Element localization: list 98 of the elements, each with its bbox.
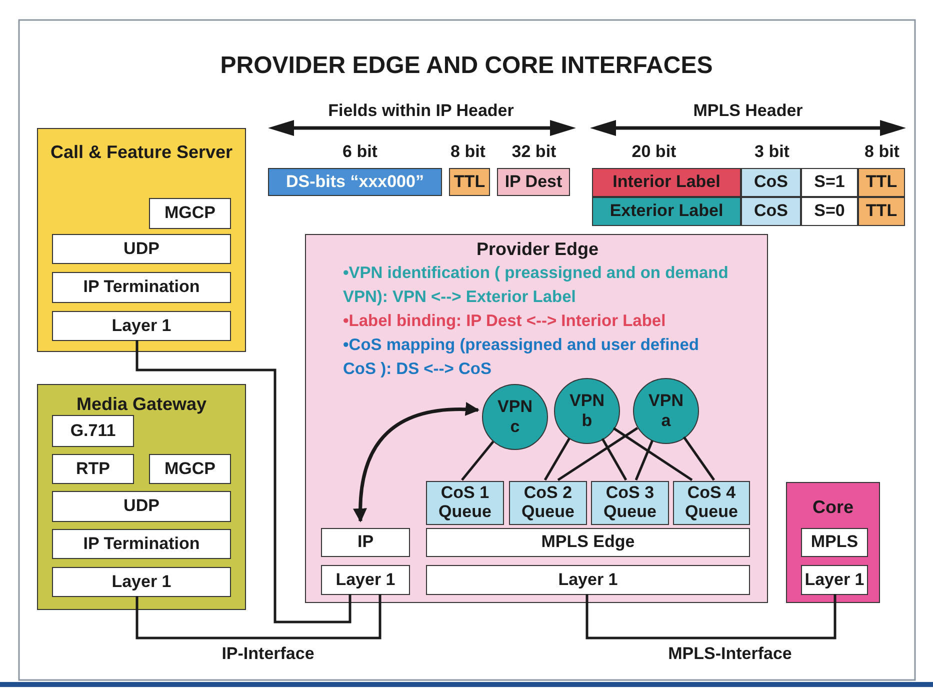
bullet-text: •CoS mapping (preassigned and user defined CoS ): DS <--> CoS xyxy=(343,335,700,380)
box-label: TTL xyxy=(866,173,898,192)
box-label: IP Termination xyxy=(83,534,200,554)
header-field xyxy=(801,197,858,226)
box-label: Layer 1 xyxy=(804,570,864,590)
protocol-box xyxy=(52,234,231,264)
header-title: MPLS Header xyxy=(692,101,804,121)
box-label: MGCP xyxy=(164,204,216,223)
box-label: S=1 xyxy=(814,173,845,192)
protocol-box xyxy=(52,415,134,447)
bit-width: 8 bit xyxy=(864,142,900,162)
curved-arrow xyxy=(354,402,480,522)
box-label: IP Termination xyxy=(83,278,200,297)
header-field xyxy=(449,168,490,196)
box-label: MPLS xyxy=(810,533,858,552)
protocol-box xyxy=(321,528,410,557)
box-label: CoS 4 Queue xyxy=(684,484,739,522)
edge-label: MPLS-Interface xyxy=(667,644,793,664)
box-label: MPLS Edge xyxy=(541,533,635,552)
box-label: DS-bits “xxx000” xyxy=(286,172,424,192)
box-label: CoS xyxy=(754,173,788,192)
connector-line xyxy=(557,427,638,482)
circle-label: VPN a xyxy=(648,391,684,431)
panel-title: Call & Feature Server xyxy=(49,141,234,164)
box-label: TTL xyxy=(454,172,486,192)
connector-line xyxy=(601,438,628,481)
server-panel xyxy=(37,128,246,352)
bit-width: 6 bit xyxy=(342,142,378,162)
provider-edge-panel xyxy=(305,234,768,603)
edge-label: IP-Interface xyxy=(220,644,316,664)
protocol-box xyxy=(52,272,231,303)
connector-line xyxy=(544,438,570,481)
queue-box xyxy=(426,481,504,525)
protocol-box xyxy=(52,529,231,559)
header-field xyxy=(801,168,858,197)
protocol-box xyxy=(321,565,410,595)
header-field xyxy=(858,168,905,197)
box-label: G.711 xyxy=(70,422,116,440)
queue-box xyxy=(509,481,587,525)
box-label: Layer 1 xyxy=(112,316,172,336)
header-title: Fields within IP Header xyxy=(327,101,515,121)
protocol-box xyxy=(52,454,134,484)
bit-width: 32 bit xyxy=(510,142,558,162)
box-label: CoS xyxy=(754,202,788,221)
box-label: TTL xyxy=(866,202,898,221)
box-label: CoS 3 Queue xyxy=(602,484,658,522)
box-label: Exterior Label xyxy=(610,202,724,221)
protocol-box xyxy=(426,528,750,557)
connector-line xyxy=(682,436,716,481)
panel-title: Media Gateway xyxy=(75,393,208,416)
connector-line xyxy=(136,594,382,640)
header-field xyxy=(741,197,801,226)
protocol-box xyxy=(52,567,231,597)
protocol-box xyxy=(52,311,231,341)
bullet-text: •Label binding: IP Dest <--> Interior Label xyxy=(343,311,667,332)
box-label: S=0 xyxy=(814,202,845,221)
box-label: Interior Label xyxy=(612,173,720,192)
header-field xyxy=(592,168,741,197)
connector-line xyxy=(586,594,836,640)
connector-line xyxy=(634,440,654,480)
panel-title: Core xyxy=(811,496,854,519)
box-label: IP Dest xyxy=(504,172,562,192)
bit-width: 3 bit xyxy=(754,142,790,162)
bit-width: 8 bit xyxy=(450,142,486,162)
core-panel xyxy=(786,482,880,603)
connector-line xyxy=(612,427,693,482)
protocol-box xyxy=(801,565,868,595)
box-label: Layer 1 xyxy=(336,570,396,590)
bit-width: 20 bit xyxy=(630,142,678,162)
box-label: Layer 1 xyxy=(112,572,172,592)
diagram-title: PROVIDER EDGE AND CORE INTERFACES xyxy=(219,52,714,80)
protocol-box xyxy=(149,198,231,229)
header-field xyxy=(741,168,801,197)
header-field xyxy=(858,197,905,226)
bullet-text: •VPN identification ( preassigned and on demand VPN): VPN <--> Exterior Label xyxy=(343,263,730,308)
header-field xyxy=(592,197,741,226)
box-label: IP xyxy=(357,533,374,552)
header-field xyxy=(268,168,442,196)
box-label: Layer 1 xyxy=(558,570,618,590)
box-label: CoS 2 Queue xyxy=(520,484,576,522)
queue-box xyxy=(591,481,669,525)
gateway-panel xyxy=(37,384,246,610)
queue-box xyxy=(673,481,750,525)
protocol-box xyxy=(149,454,231,484)
box-label: RTP xyxy=(76,460,110,478)
box-label: CoS 1 Queue xyxy=(438,484,492,522)
connector-line xyxy=(461,440,494,481)
circle-label: VPN c xyxy=(496,397,534,437)
box-label: UDP xyxy=(124,240,160,258)
box-label: MGCP xyxy=(164,460,216,478)
connector-line xyxy=(136,340,352,624)
protocol-box xyxy=(426,565,750,595)
header-field xyxy=(497,168,570,196)
protocol-box xyxy=(801,528,868,557)
circle-label: VPN b xyxy=(568,391,606,431)
protocol-box xyxy=(52,491,231,522)
box-label: UDP xyxy=(124,497,160,516)
panel-title: Provider Edge xyxy=(475,238,600,261)
